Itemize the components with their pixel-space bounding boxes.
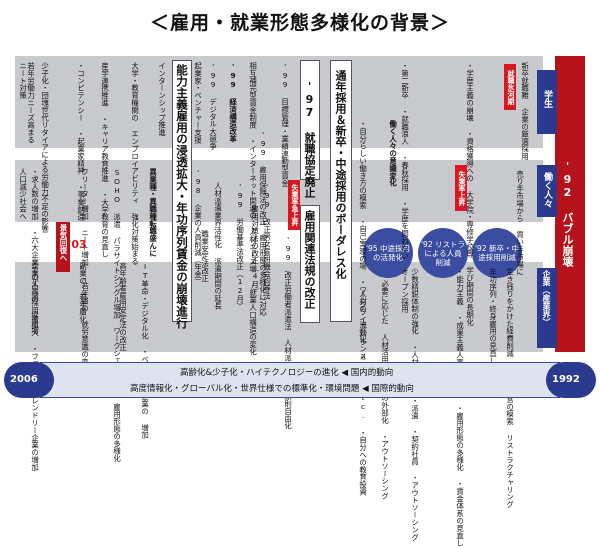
circle-95: '95 中途採用の活発化 <box>363 228 413 278</box>
col-worker-intent: ・第二新卒 ・就職浪人 ・春秋採用 ・学歴を問わない オープン採用 <box>400 62 410 313</box>
student-band <box>15 56 543 148</box>
col-haken: SOHO 派遣 パラサイトシングル増加 ワークシェアリング 雇用形態の多様化 <box>112 168 122 462</box>
bubble-band <box>555 56 585 352</box>
col-rodo-kijun: '99 労働基準法改正（12月） <box>235 182 245 310</box>
label-company <box>537 268 557 348</box>
col-worker-buyer: 売り手市場から 買い手市場に <box>515 170 525 276</box>
col-sangaku: 産学連携推進 ・キャリア教育推進 ・大学教育の見直し <box>100 62 110 258</box>
col-jigyo: 異業種・異職種転職盛んに <box>148 168 158 257</box>
circle-95-text: '95 中途採用の活発化 <box>366 244 410 262</box>
col-company-main: 生き残りをかけた経費削減 効率的経営の模索 リストラクチャリング <box>505 268 515 508</box>
col-koyo-hoho: '99 改正男女雇用機会均等法 <box>262 182 272 300</box>
keiki-label: 景気回復へ <box>59 224 68 262</box>
timeline-end-year: 1992 <box>552 374 580 385</box>
col-inter: インターンシップ推進 <box>157 62 167 136</box>
col-koyokeiyaku: '99 雇用保険法の改正 雇用形態の多様化に対応 <box>258 130 268 316</box>
col-worker-tenshoku: ・自分らしい働き方の模索 ・自己実現の場 ・ワークライフバランス 契約etc. … <box>358 120 368 496</box>
kanren-box <box>300 205 320 323</box>
label-student-text: 学生 <box>542 90 552 108</box>
col-company-hitsuyo: 必要に応じた 人材活用 ・業務の外部化 ・アウトソーシング <box>380 280 390 500</box>
col-niit: ニート対策 <box>18 62 28 99</box>
col-kigyo-new: 企業が中途採用を拡大 ・ファミリーフレンドリー企業の増加 <box>30 262 40 471</box>
col-sangyo: ・コンピテンシー ・起業家精神 ・事業創造 <box>76 62 86 221</box>
label-workers-text: 働く人々 <box>542 172 552 208</box>
label-company-text: 企業（産業界） <box>542 270 551 326</box>
col-koreisha: 高年齢者雇用安定法の改正 <box>118 262 128 351</box>
col-ict: IT革命・デジタル化 ・ベンチャー企業の 増加 <box>140 262 150 439</box>
circle-92a-text: '92 リストラによる人員削減 <box>421 239 465 267</box>
timeline-start-year: 2006 <box>10 374 38 385</box>
circle-92b-text: '92 新卒・中途採用削減 <box>475 244 519 262</box>
shushoku-box <box>300 60 320 180</box>
col-worker-awareness: 働く人々の意識変化 <box>388 120 398 187</box>
timeline-line1: 高齢化&少子化・ハイテクノロジーの進化 ◀ 国内的動向 <box>180 368 394 378</box>
col-kyuyo: 相互補完型賃金制度 ・インターネット関連の 人材ニーズ増 ・就業人口構造の変化 <box>248 62 258 355</box>
noryoku-box <box>172 60 192 322</box>
col-koyo-kaisei: 雇用対策法の改正（4月） <box>250 205 260 296</box>
page-title: ＜雇用・就業形態多様化の背景＞ <box>149 12 450 34</box>
shushoku-text: '97 就職協定廃止 <box>303 80 316 198</box>
company-band <box>15 262 543 352</box>
circle-92b: '92 新卒・中途採用削減 <box>472 228 522 278</box>
shitsugyo2-tag: 失業率急上昇 <box>288 180 300 230</box>
circle-92a: '92 リストラによる人員削減 <box>418 228 468 278</box>
col-jinzai: 人材派遣業界活性化 派遣期間の延長 <box>213 182 223 310</box>
col-keizai: '99 経済構造改革 <box>228 62 238 143</box>
col-shoshi: 少子化・団塊世代リタイアによる労働力不足の影響 <box>40 62 50 233</box>
timeline-line2: 高度情報化・グローバル化・世界仕様での標準化・環境問題 ◀ 国際的動向 <box>130 384 414 394</box>
col-jakunen: 若年労働力ニーズ高まる <box>26 62 36 144</box>
col-digital: '99 デジタル大競争 <box>208 62 218 150</box>
label-student <box>537 70 557 134</box>
col-shokugyo: 職業安定法改正 <box>200 230 210 282</box>
timeline-left-cap <box>4 362 54 398</box>
shitsugyo-tag: 失業率上昇 <box>455 165 467 211</box>
col-kyuujin: ・求人数の増加 ・六大企業での人員の 採用増 <box>30 168 40 334</box>
keiki-band <box>56 222 70 272</box>
col-company-etc: 人材の 流動化 etc. <box>358 290 368 389</box>
hyogaki-tag: 就職氷河期 <box>504 64 516 110</box>
col-company-sub: 年功序列・終身雇用の見直し <box>488 268 498 365</box>
col-student-intent: ・学歴主義の崩壊 ・資格獲得への 大学院・専修学校等 学び期間の長期化 <box>465 62 475 326</box>
col-mokuhyo: '99 目標管理・業績連動型賃金 <box>280 62 290 187</box>
tsunen-text: 通年採用＆新卒・中途採用のボーダレス化 <box>334 70 347 279</box>
col-student-new: 新卒就職難 企業の厳選採用 <box>520 62 530 160</box>
label-workers <box>537 165 557 217</box>
col-company-jinji: 少数精鋭体制の強化 ・人材の活用 ・派遣 ・契約社員 ・アウトソーシング <box>410 268 420 541</box>
col-tenshoku2: '98 企業の人員削減（年金） <box>193 168 203 286</box>
col-sokai: 副業の 若年層化 <box>78 262 88 323</box>
noryoku-text: 能力主義雇用の浸透拡大・年功序列賃金の崩壊進行 <box>175 64 189 329</box>
bubble-label: '92 バブル崩壊 <box>561 160 574 267</box>
col-chiiki: 起業家・ベンチャー支援 <box>193 62 203 144</box>
timeline-right-cap <box>546 362 596 398</box>
col-fukugyo: フリーター増加 ニート増加 ・若年層の 就労意識の変化 <box>80 168 90 373</box>
year-03-label: '03 <box>68 238 87 251</box>
col-seido-kaisei: '99 改正労働者派遣法 人材派遣業の 原則自由化 <box>283 235 293 430</box>
col-company-kaikaku: ・能力主義 ・成果主義人事への移行 ・雇用形態の多様化 ・賃金体系の見直し <box>455 268 465 547</box>
col-jinkou: 人口減少社会へ <box>18 168 28 220</box>
timeline-bar <box>40 362 560 398</box>
col-daigaku: 大学・教育機関の エンプロイアビリティ 強化対策始まる <box>130 62 140 265</box>
tsunen-box <box>330 60 352 322</box>
kanren-text: 雇用関連法規の改正 <box>303 210 316 309</box>
